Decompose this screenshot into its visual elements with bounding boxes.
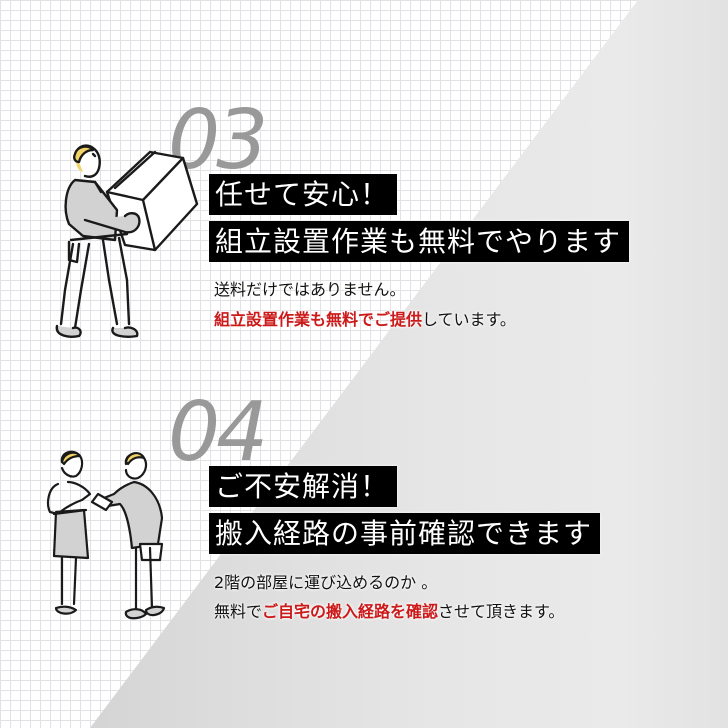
staff-consulting-customer-icon [40, 448, 190, 628]
headline-label-1: 任せて安心！ [209, 174, 398, 215]
highlight-text: ご自宅の搬入経路を確認 [262, 602, 439, 621]
worker-carrying-box-icon [55, 140, 205, 345]
headline-label-1: ご不安解消！ [209, 466, 398, 507]
description-line-2: 無料でご自宅の搬入経路を確認させて頂きます。 [214, 602, 564, 622]
headline-label-2: 組立設置作業も無料でやります [209, 221, 630, 262]
description-line-1: 2階の部屋に運び込めるのか 。 [214, 573, 438, 592]
description-line-1: 送料だけではありません。 [214, 280, 406, 299]
headline-label-2: 搬入経路の事前確認できます [209, 513, 601, 554]
description-text: させて頂きます。 [438, 602, 565, 621]
description-text: しています。 [422, 310, 516, 329]
description-text: 無料で [214, 602, 263, 621]
highlight-text: 組立設置作業も無料でご提供 [214, 310, 423, 329]
section-number: 04 [168, 385, 268, 480]
description-line-2: 組立設置作業も無料でご提供しています。 [214, 310, 516, 330]
